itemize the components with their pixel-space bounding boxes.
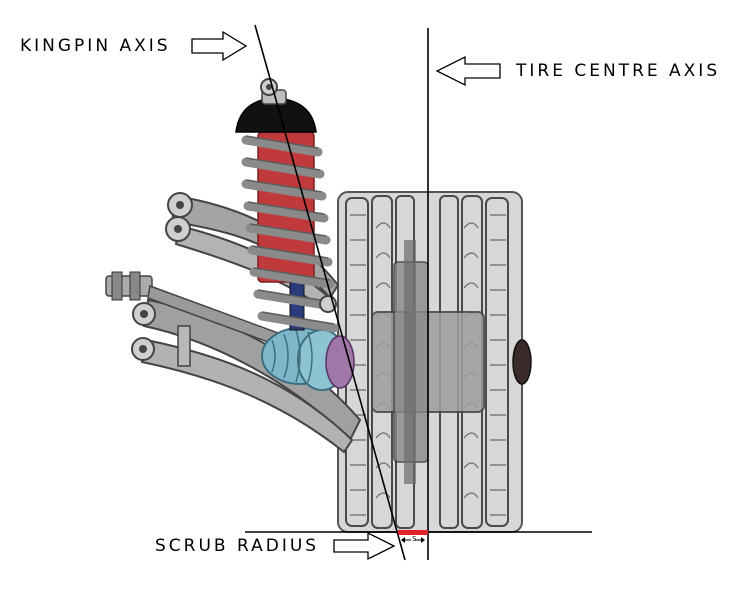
tire bbox=[337, 191, 532, 533]
scrub-symbol: S bbox=[412, 535, 417, 543]
kingpin-axis-label: KINGPIN AXIS bbox=[20, 36, 171, 56]
right-arrow-icon bbox=[191, 30, 248, 62]
tire-centre-axis-label: TIRE CENTRE AXIS bbox=[516, 61, 721, 81]
right-arrow-icon bbox=[333, 531, 396, 561]
scrub-radius-marker bbox=[398, 530, 428, 543]
left-arrow-icon bbox=[435, 55, 501, 87]
kingpin-axis-line bbox=[254, 24, 406, 561]
scrub-radius-label: SCRUB RADIUS bbox=[155, 536, 320, 556]
cv-boot bbox=[261, 327, 355, 391]
